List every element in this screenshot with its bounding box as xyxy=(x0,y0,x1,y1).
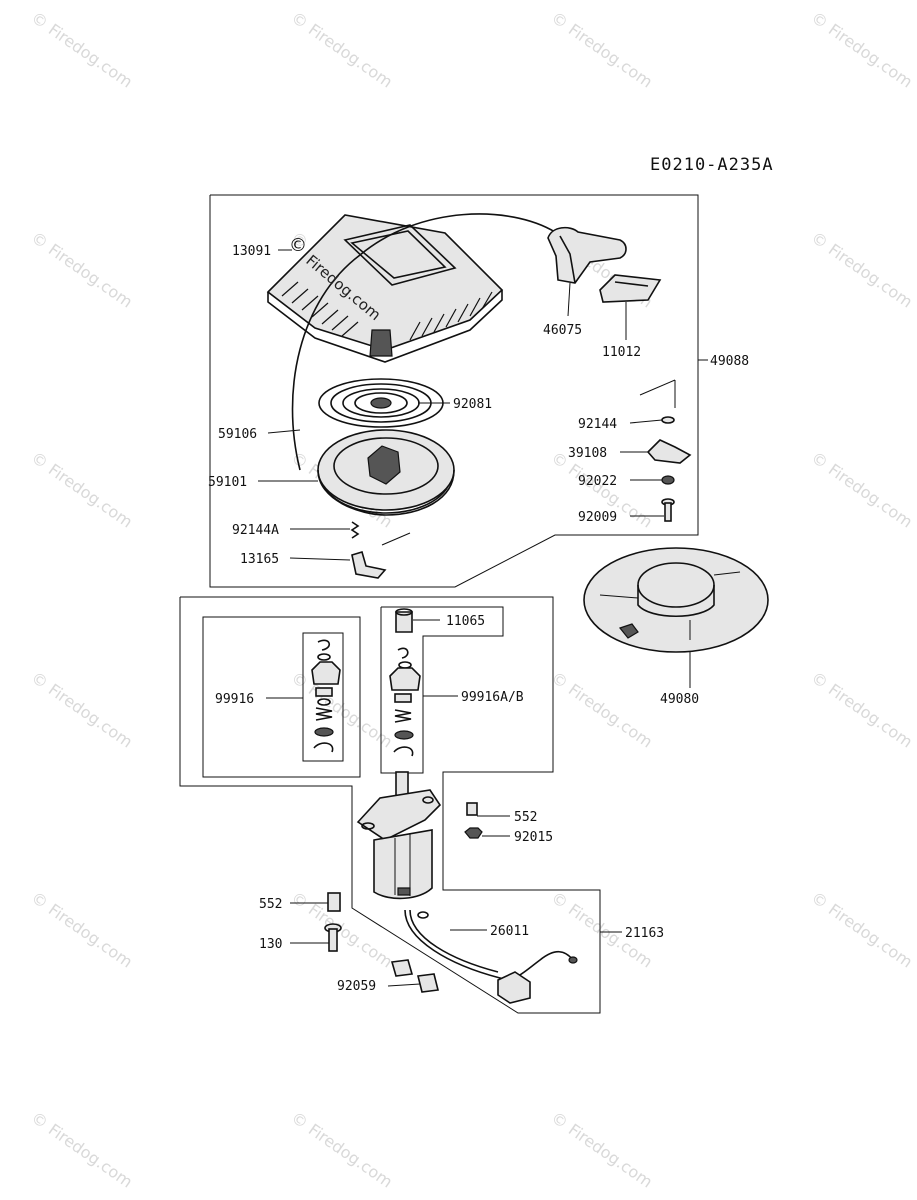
watermark-text: © Firedog.com xyxy=(808,228,916,312)
watermark-text: © Firedog.com xyxy=(288,8,396,92)
label-552-lower: 552 xyxy=(259,897,282,912)
watermark-text: © Firedog.com xyxy=(808,668,916,752)
kit-99916ab-parts xyxy=(389,608,421,757)
watermark-text: © Firedog.com xyxy=(808,448,916,532)
label-49088: 49088 xyxy=(710,354,749,369)
part-labels: 13091 © 46075 11012 49088 92081 92144 59… xyxy=(208,235,749,994)
kit-99916-frame xyxy=(202,616,361,778)
copyright-mark: © xyxy=(289,235,307,256)
washer-92022 xyxy=(661,475,675,485)
brushes-92059 xyxy=(390,959,439,993)
starter-handle-46075 xyxy=(547,226,627,284)
watermark-text: © Firedog.com xyxy=(28,8,136,92)
watermark-text: © Firedog.com xyxy=(28,228,136,312)
watermark-text: © Firedog.com xyxy=(548,8,656,92)
kit-99916-inner-frame xyxy=(302,632,344,762)
label-99916ab: 99916A/B xyxy=(461,690,524,705)
label-99916: 99916 xyxy=(215,692,254,707)
label-92059: 92059 xyxy=(337,979,376,994)
label-92144a: 92144A xyxy=(232,523,279,538)
ratchet-13165 xyxy=(351,551,387,579)
label-11065: 11065 xyxy=(446,614,485,629)
label-130: 130 xyxy=(259,937,282,952)
handle-insert-11012 xyxy=(599,274,662,303)
electric-starter-frame xyxy=(179,596,601,1014)
label-92009: 92009 xyxy=(578,510,617,525)
watermark-text: © Firedog.com xyxy=(28,668,136,752)
label-26011: 26011 xyxy=(490,924,529,939)
label-552-upper: 552 xyxy=(514,810,537,825)
diagram-id: E0210-A235A xyxy=(650,155,774,175)
label-11012: 11012 xyxy=(602,345,641,360)
watermark-text: © Firedog.com xyxy=(548,668,656,752)
pulley-49080 xyxy=(583,547,769,653)
watermark-text: © Firedog.com xyxy=(548,1108,656,1192)
watermark-text: © Firedog.com xyxy=(288,668,396,752)
watermark-text: © Firedog.com xyxy=(288,888,396,972)
label-49080: 49080 xyxy=(660,692,699,707)
screw-92009 xyxy=(661,498,675,522)
label-92022: 92022 xyxy=(578,474,617,489)
recoil-starter-frame xyxy=(209,194,699,588)
spring-92144-wire xyxy=(639,379,676,396)
label-13165: 13165 xyxy=(240,552,279,567)
label-21163: 21163 xyxy=(625,926,664,941)
nut-92015 xyxy=(464,827,483,839)
label-46075: 46075 xyxy=(543,323,582,338)
collar-552-upper xyxy=(466,802,478,816)
label-92015: 92015 xyxy=(514,830,553,845)
watermark-layer: © Firedog.com © Firedog.com © Firedog.com ©… xyxy=(28,8,916,1192)
kit-99916ab-frame xyxy=(380,606,504,774)
bolt-130 xyxy=(324,923,342,952)
starter-motor xyxy=(356,771,442,900)
label-59101: 59101 xyxy=(208,475,247,490)
watermark-text: © Firedog.com xyxy=(808,8,916,92)
label-39108: 39108 xyxy=(568,446,607,461)
watermark-text: © Firedog.com xyxy=(288,1108,396,1192)
label-92081: 92081 xyxy=(453,397,492,412)
spring-92144 xyxy=(661,416,675,424)
label-59106: 59106 xyxy=(218,427,257,442)
collar-552-lower xyxy=(327,892,341,912)
watermark-text: © Firedog.com xyxy=(808,888,916,972)
spiral-spring-92081 xyxy=(318,378,444,428)
rope-arc xyxy=(291,213,556,471)
lead-wire-26011 xyxy=(404,909,578,1004)
reel-59101 xyxy=(317,429,455,516)
kit-99916-parts xyxy=(311,639,341,753)
leader-lines xyxy=(258,249,708,987)
label-13091: 13091 xyxy=(232,244,271,259)
wire-stub xyxy=(381,532,411,546)
watermark-text: © Firedog.com xyxy=(28,448,136,532)
pawl-39108 xyxy=(646,439,692,464)
label-92144: 92144 xyxy=(578,417,617,432)
watermark-text: © Firedog.com xyxy=(28,1108,136,1192)
spring-92144a xyxy=(350,521,360,539)
starter-cover-13091 xyxy=(266,214,504,363)
watermark-text: © Firedog.com xyxy=(28,888,136,972)
